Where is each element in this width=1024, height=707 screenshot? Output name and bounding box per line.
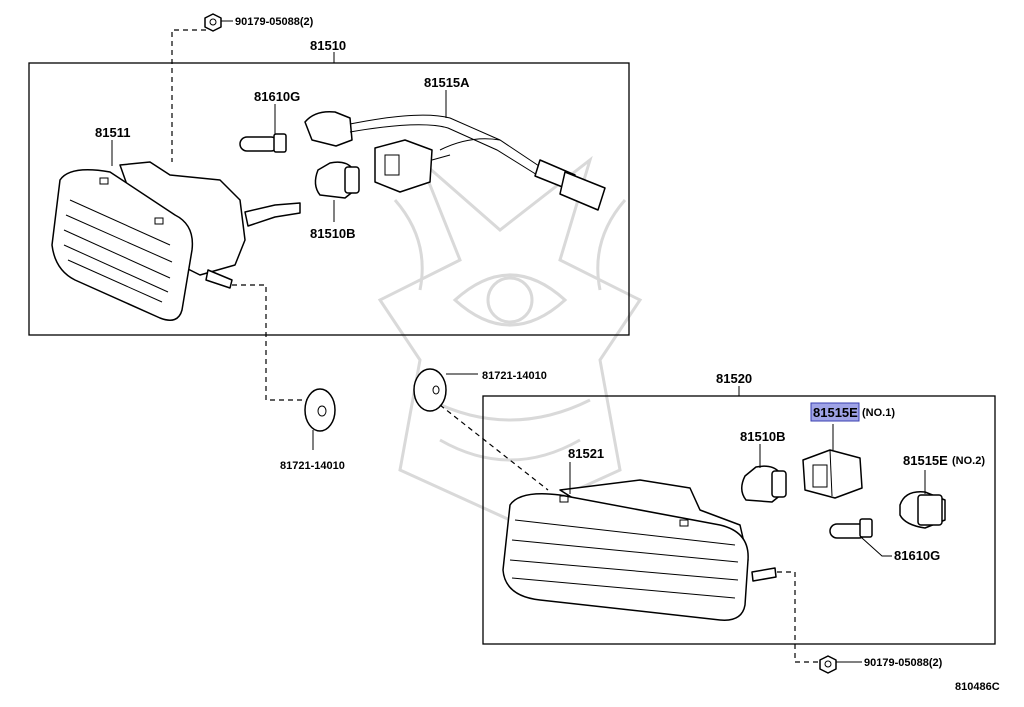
- lamp-housing-upper-icon: [51, 161, 301, 321]
- nut-top-icon: [204, 13, 222, 32]
- label-assembly-upper[interactable]: 81510: [310, 38, 346, 53]
- assembly-box-upper: [28, 62, 630, 336]
- gasket-left-icon: [304, 388, 336, 432]
- label-nut-bottom[interactable]: 90179-05088(2): [864, 657, 943, 669]
- label-gasket-right[interactable]: 81721-14010: [482, 370, 547, 382]
- label-wire-harness[interactable]: 81515A: [424, 75, 470, 90]
- label-assembly-lower[interactable]: 81520: [716, 371, 752, 386]
- wedge-bulb-upper-icon: [239, 133, 287, 153]
- highlight-socket-no1: [810, 402, 860, 422]
- gasket-right-icon: [413, 368, 447, 412]
- wedge-bulb-lower-icon: [829, 518, 873, 539]
- wire-harness-icon: [304, 110, 606, 211]
- label-bulb-upper[interactable]: 81510B: [310, 226, 356, 241]
- nut-bottom-icon: [819, 655, 837, 674]
- lamp-housing-lower-icon: [502, 479, 777, 621]
- label-socket-no2-suffix: (NO.2): [952, 455, 985, 467]
- socket-no2-icon: [899, 491, 946, 529]
- label-socket-no2-part[interactable]: 81515E: [903, 453, 948, 468]
- watermark-emblem: [377, 155, 643, 522]
- label-socket-no1-part[interactable]: 81515E: [813, 405, 858, 420]
- label-bulb-lower[interactable]: 81510B: [740, 429, 786, 444]
- label-bulb-upper-small[interactable]: 81610G: [254, 89, 300, 104]
- diagram-code: 810486C: [955, 681, 1000, 693]
- socket-no1-icon: [802, 449, 863, 499]
- label-housing-upper[interactable]: 81511: [95, 125, 130, 140]
- label-housing-lower[interactable]: 81521: [568, 446, 604, 461]
- label-nut-top[interactable]: 90179-05088(2): [235, 16, 314, 28]
- bulb-upper-icon: [314, 161, 360, 199]
- bulb-lower-icon: [741, 465, 787, 503]
- label-socket-no1-suffix: (NO.1): [862, 407, 895, 419]
- label-gasket-left[interactable]: 81721-14010: [280, 460, 345, 472]
- label-bulb-lower-small[interactable]: 81610G: [894, 548, 940, 563]
